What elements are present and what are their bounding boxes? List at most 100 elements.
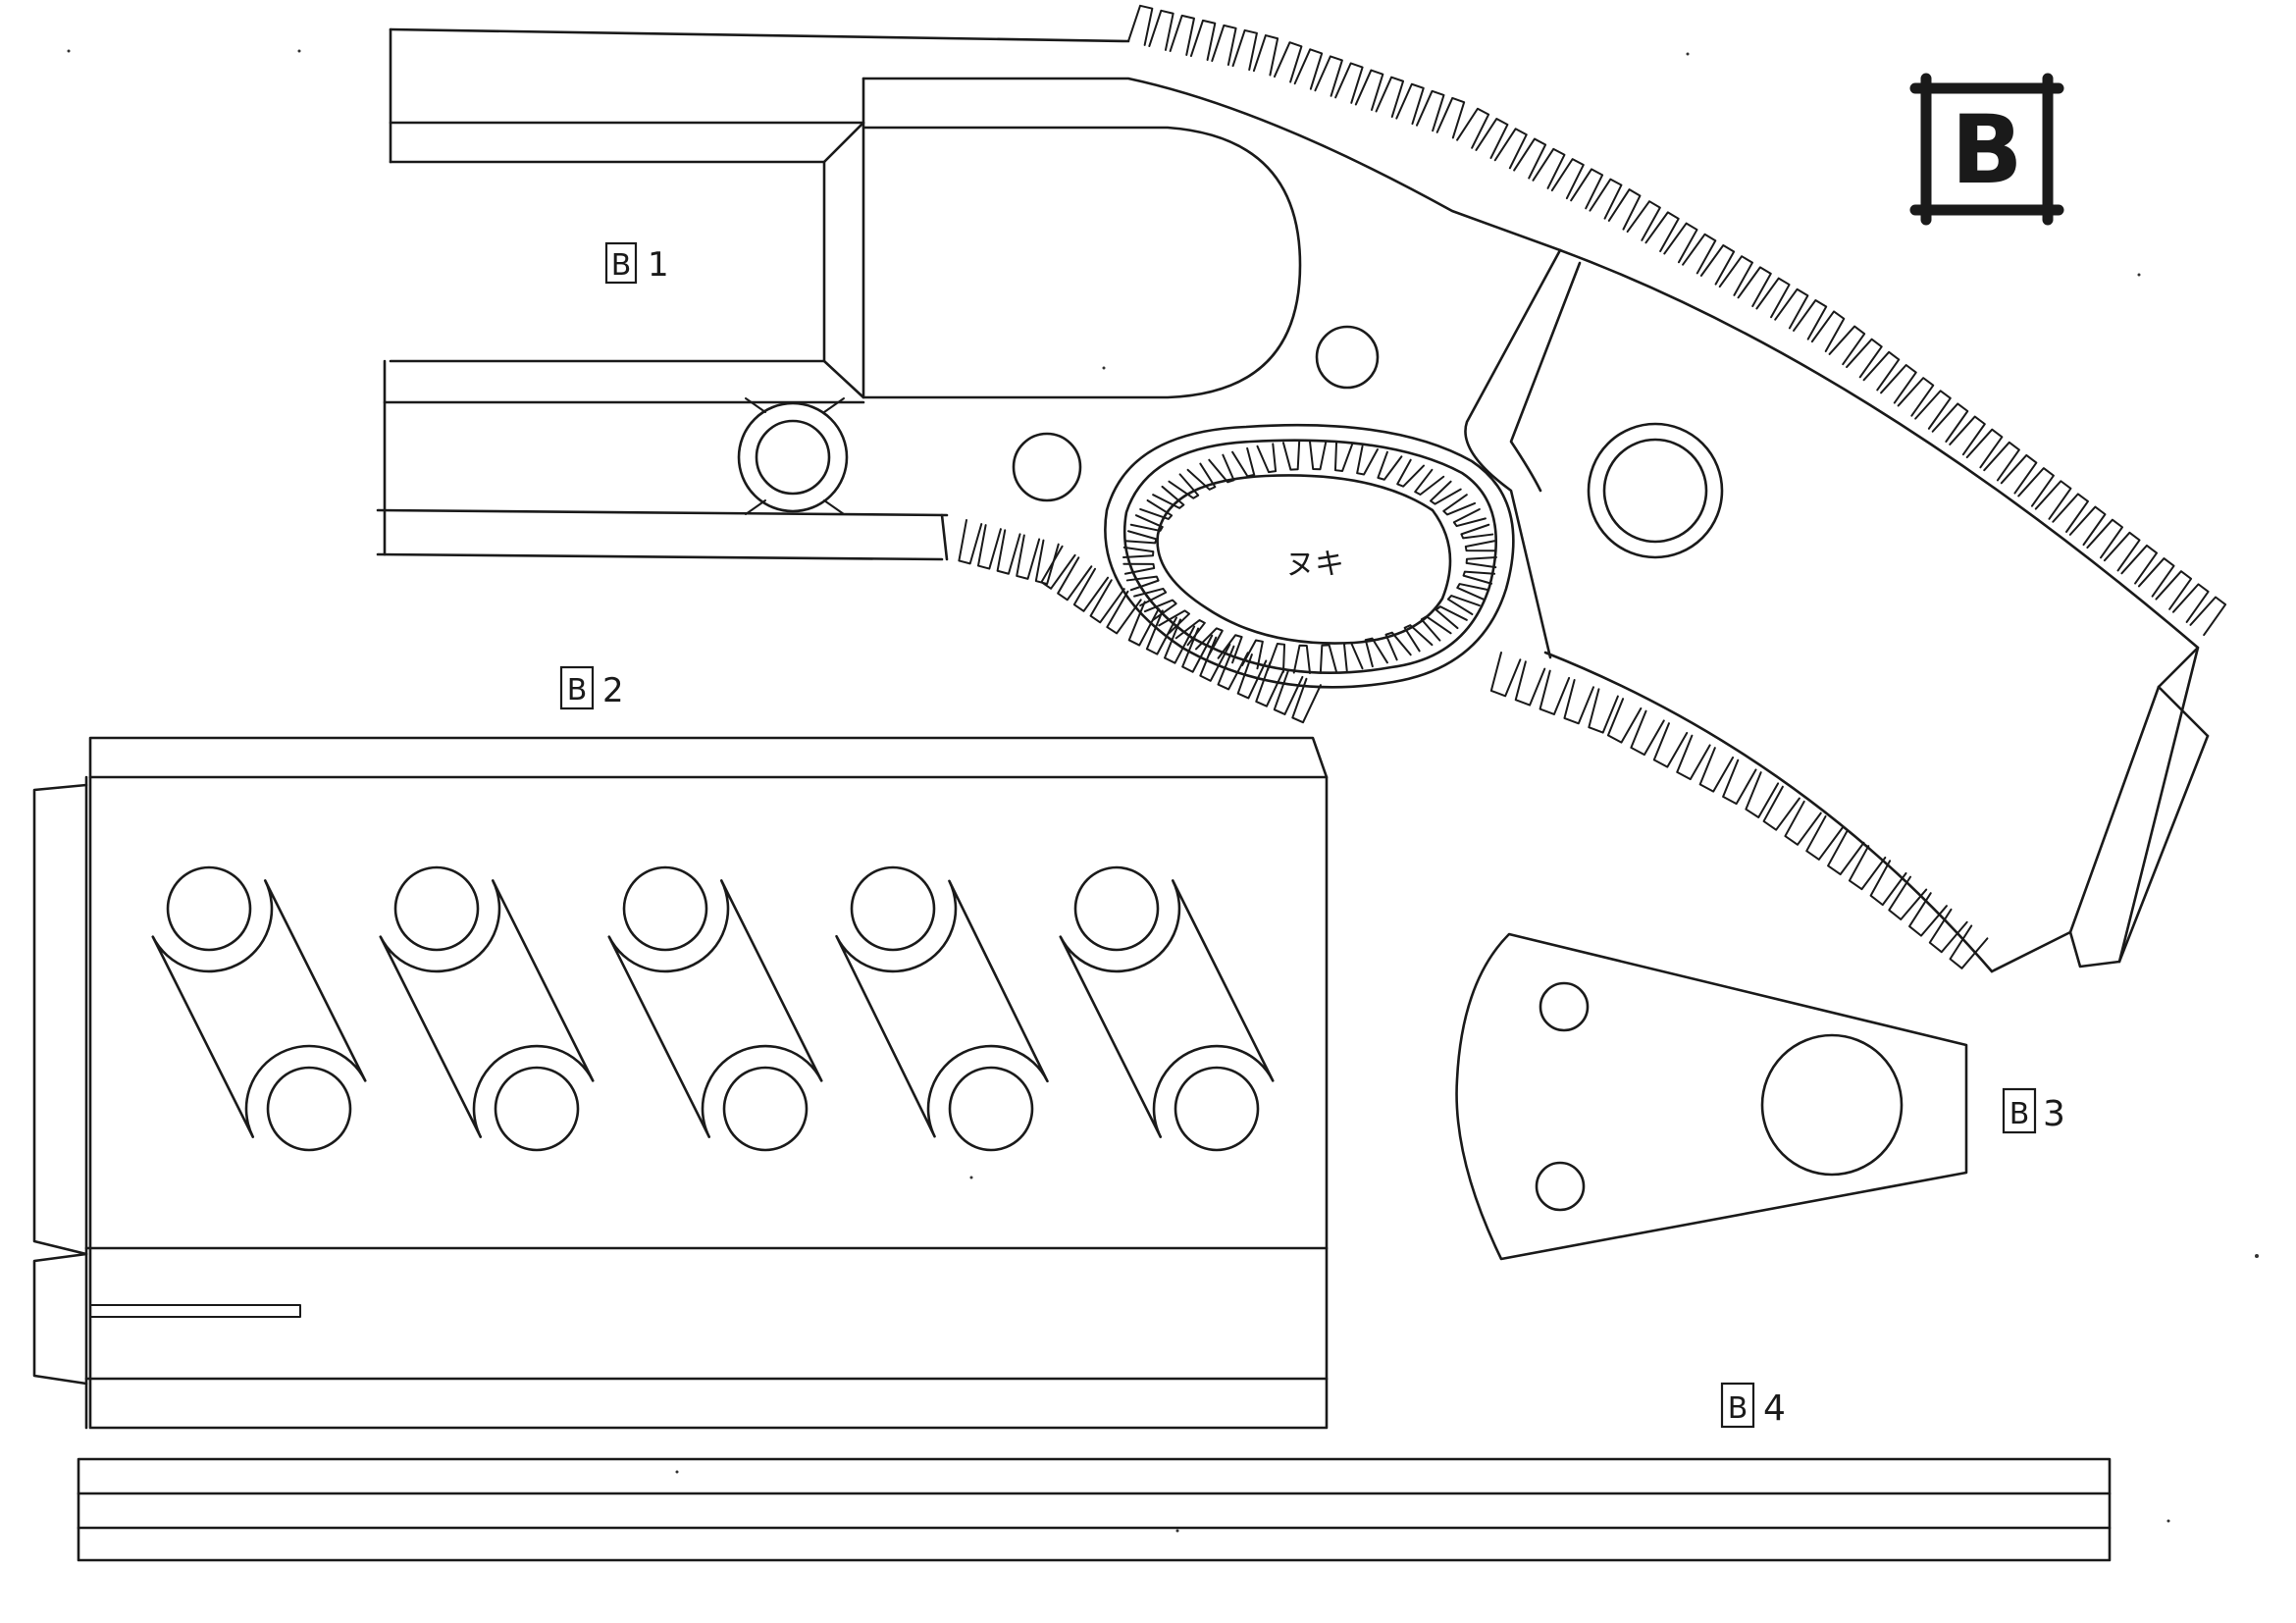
- b1-top-tooth: [1862, 350, 1901, 392]
- b1-top-tooth: [1354, 69, 1384, 111]
- b1-top-tooth: [1755, 277, 1791, 319]
- b1-top-tooth: [1737, 266, 1772, 308]
- b1-bottom-left-tooth: [1181, 627, 1214, 673]
- b2-slot-3-hole-top: [622, 865, 708, 952]
- b2-slot-5-hole-bottom: [1174, 1066, 1260, 1152]
- b1-top-tooth: [1314, 55, 1343, 97]
- b1-cutout-tooth: [1460, 523, 1494, 540]
- b2-slot-4-hole-bottom: [948, 1066, 1034, 1152]
- b1-cutout-tooth: [1231, 446, 1256, 478]
- b2-slot-2-hole-bottom: [494, 1066, 580, 1152]
- b1-cutout-tooth: [1309, 441, 1328, 471]
- b1-top-tooth: [1965, 428, 2004, 469]
- b1-bottom-left-tooth: [1255, 661, 1285, 707]
- b1-bottom-right-tooth: [1514, 660, 1546, 707]
- b1-top-tooth: [1774, 288, 1809, 330]
- part-label-b2: B 2: [559, 665, 624, 710]
- b1-cutout-tooth: [1266, 643, 1286, 673]
- b1-bottom-right-tooth: [1805, 814, 1844, 861]
- b1-top-tooth: [2155, 570, 2193, 610]
- sheet-letter-badge: B: [1909, 73, 2064, 226]
- b2-slot-5: [1059, 879, 1275, 1138]
- part-label-b4-box: B: [1728, 1391, 1748, 1426]
- b1-top-tooth: [2120, 544, 2159, 585]
- b1-cutout-tooth: [1442, 494, 1477, 516]
- b1-bottom-left-tooth: [1040, 545, 1076, 590]
- b1-top-tooth: [1699, 243, 1736, 286]
- b1-cutout-tooth: [1217, 634, 1243, 664]
- b1-top-tooth: [1189, 19, 1217, 61]
- b1-cutout-tooth: [1396, 458, 1426, 488]
- b1-top-tooth: [2052, 493, 2089, 533]
- b1-top-tooth: [1493, 128, 1528, 170]
- part-label-b3: B 3: [2002, 1087, 2065, 1134]
- b1-bottom-left-tooth: [1106, 590, 1142, 635]
- b1-bottom-left-tooth: [1089, 579, 1125, 624]
- b3-small-hole-bottom: [1535, 1161, 1586, 1212]
- b1-top-tooth: [2086, 518, 2124, 559]
- b1-cutout-tooth: [1123, 530, 1158, 545]
- b1-top-tooth: [2034, 480, 2072, 520]
- b1-cutout-tooth: [1403, 624, 1434, 653]
- b1-bottom-right-tooth: [1722, 759, 1757, 806]
- b1-top-tooth: [1395, 82, 1425, 126]
- b1-top-tooth: [1550, 158, 1585, 200]
- b2-slot-3-hole-bottom: [722, 1066, 809, 1152]
- b2-slot-1-hole-top: [166, 865, 252, 952]
- b1-cutout-tooth: [1292, 644, 1311, 674]
- b1-bottom-left-tooth: [1217, 645, 1249, 691]
- b1-bottom-right-tooth: [1888, 875, 1928, 921]
- sheet-letter: B: [1951, 95, 2022, 205]
- b1-top-tooth: [1513, 137, 1547, 180]
- b1-bottom-left-tooth: [1016, 534, 1041, 580]
- b1-bottom-right-tooth: [1827, 830, 1865, 876]
- b1-cutout-tooth: [1377, 450, 1403, 481]
- b1-cutout-tooth: [1452, 507, 1487, 528]
- part-label-b3-box: B: [2009, 1097, 2030, 1131]
- b2-slots: [151, 865, 1275, 1152]
- b1-bottom-left-tooth: [1072, 567, 1110, 612]
- b1-top-tooth: [1456, 107, 1490, 149]
- b3-large-hole: [1760, 1033, 1904, 1177]
- b1-top-tooth: [1252, 34, 1279, 77]
- part-b1: B 1 ヌキ: [376, 4, 2227, 973]
- b1-large-hole-inner: [1602, 438, 1708, 544]
- b1-top-tooth: [1644, 211, 1680, 253]
- b1-top-tooth: [1846, 338, 1883, 379]
- b1-cutout-tooth: [1143, 599, 1177, 621]
- part-label-b1: B 1: [604, 241, 669, 285]
- part-label-b4: B 4: [1720, 1382, 1786, 1429]
- b1-large-hole-outer: [1587, 422, 1724, 559]
- b1-bottom-left-tooth: [1164, 618, 1196, 664]
- b1-top-tooth: [2189, 596, 2227, 637]
- b1-top-tooth: [1475, 118, 1509, 159]
- b1-cutout-tooth: [1462, 570, 1496, 585]
- b1-small-hole-2: [1012, 432, 1082, 502]
- b2-slot-5-hole-top: [1073, 865, 1160, 952]
- b1-bottom-right-tooth: [1588, 688, 1619, 734]
- b2-slot-4-hole-top: [850, 865, 936, 952]
- cutout-note: ヌキ: [1285, 548, 1344, 582]
- b1-bottom-left-tooth: [1291, 677, 1322, 724]
- b1-bottom-right-tooth: [1908, 892, 1948, 937]
- b1-cutout-tooth: [1122, 546, 1155, 558]
- b1-top-tooth: [1416, 89, 1445, 132]
- b1-bottom-right-tooth: [1745, 771, 1780, 819]
- b2-slot-4: [835, 879, 1049, 1138]
- b1-cutout-tooth: [1241, 639, 1264, 670]
- b1-bottom-left-tooth: [1127, 601, 1160, 647]
- b1-bottom-right-tooth: [1869, 860, 1907, 907]
- b1-top-tooth: [1914, 390, 1952, 430]
- b1-top-tooth: [1334, 62, 1364, 104]
- b1-top-tooth: [1607, 188, 1642, 231]
- b1-bottom-right-tooth: [1676, 734, 1711, 781]
- part-b3: B 3: [1455, 932, 2065, 1261]
- b1-cutout-tooth: [1414, 468, 1445, 496]
- b1-bottom-right-tooth: [1489, 652, 1522, 698]
- b1-top-tooth: [2103, 531, 2141, 572]
- b1-bottom-right-tooth: [1563, 678, 1595, 725]
- b1-top-tooth: [1127, 4, 1154, 46]
- b1-cutout-tooth: [1122, 562, 1156, 575]
- b1-top-tooth: [1810, 310, 1846, 353]
